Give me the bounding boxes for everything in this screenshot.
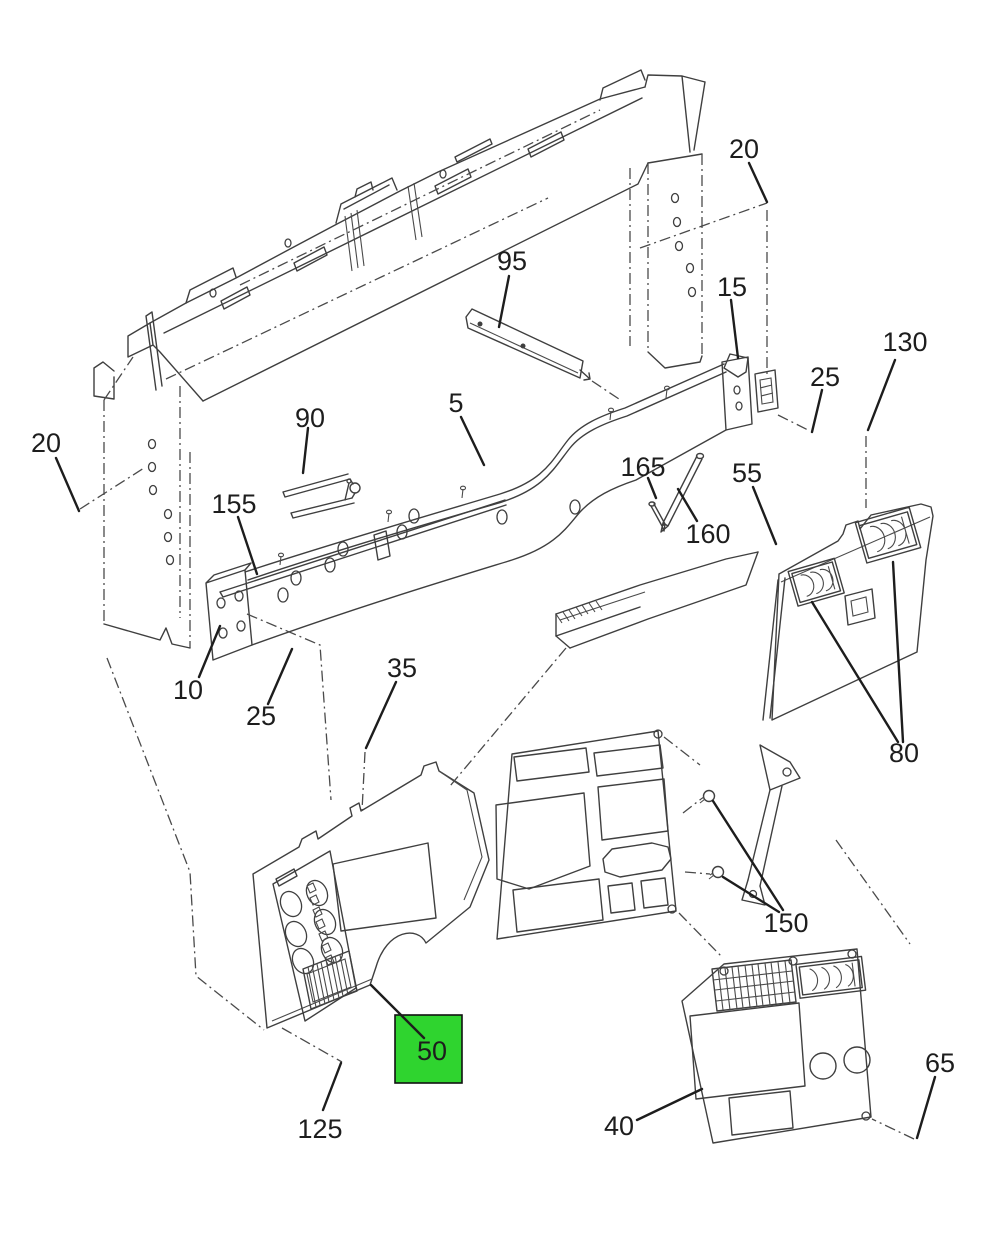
callout-10: 10 <box>173 675 203 705</box>
bracket-15-part <box>723 353 749 378</box>
louver-vent-3 <box>795 955 867 999</box>
highlight-box[interactable] <box>394 1014 463 1084</box>
strip-155-part <box>219 499 507 598</box>
hidden-lines <box>79 202 915 1140</box>
highlight-part-50[interactable]: 50 <box>369 983 463 1084</box>
callout-25-right: 25 <box>810 362 840 392</box>
leader-lines <box>54 161 937 1140</box>
callout-90: 90 <box>295 403 325 433</box>
speaker-grille <box>711 959 797 1012</box>
lower-right-panel <box>681 948 872 1144</box>
pin-165-part <box>648 501 666 532</box>
clip-25-part <box>754 369 779 413</box>
rod-160-part <box>660 452 705 533</box>
screw-150-a <box>699 789 716 804</box>
callout-55: 55 <box>732 458 762 488</box>
callout-80: 80 <box>889 738 919 768</box>
callout-130: 130 <box>882 327 927 357</box>
right-dash-panel <box>495 729 725 958</box>
switch-strip <box>306 882 335 966</box>
callout-15: 15 <box>717 272 747 302</box>
callout-40: 40 <box>604 1111 634 1141</box>
callout-165: 165 <box>620 452 665 482</box>
right-pillar <box>629 153 779 431</box>
rail-fasteners <box>277 385 671 566</box>
callout-50[interactable]: 50 <box>417 1036 447 1066</box>
callout-20-left: 20 <box>31 428 61 458</box>
callout-labels: 20 95 15 25 130 90 5 165 160 55 20 155 1… <box>31 134 955 1144</box>
side-panel-55-part <box>555 503 934 906</box>
cowl-top-panel <box>93 69 706 402</box>
screw-150-b <box>708 865 725 880</box>
callout-150: 150 <box>763 908 808 938</box>
hinge-90-part <box>282 473 361 519</box>
callout-65: 65 <box>925 1048 955 1078</box>
center-rail <box>205 363 727 661</box>
support-bar-95-part <box>465 308 623 402</box>
callout-25-left: 25 <box>246 701 276 731</box>
dash-vent <box>302 950 358 1010</box>
callout-5: 5 <box>448 388 463 418</box>
louver-vent-2 <box>854 506 922 564</box>
callout-155: 155 <box>211 489 256 519</box>
louver-vent-1 <box>787 557 845 607</box>
callout-160: 160 <box>685 519 730 549</box>
callout-95: 95 <box>497 246 527 276</box>
callout-125: 125 <box>297 1114 342 1144</box>
left-pillar <box>103 356 191 649</box>
callout-20-top-right: 20 <box>729 134 759 164</box>
left-dash-panel <box>252 761 490 1029</box>
callout-35: 35 <box>387 653 417 683</box>
